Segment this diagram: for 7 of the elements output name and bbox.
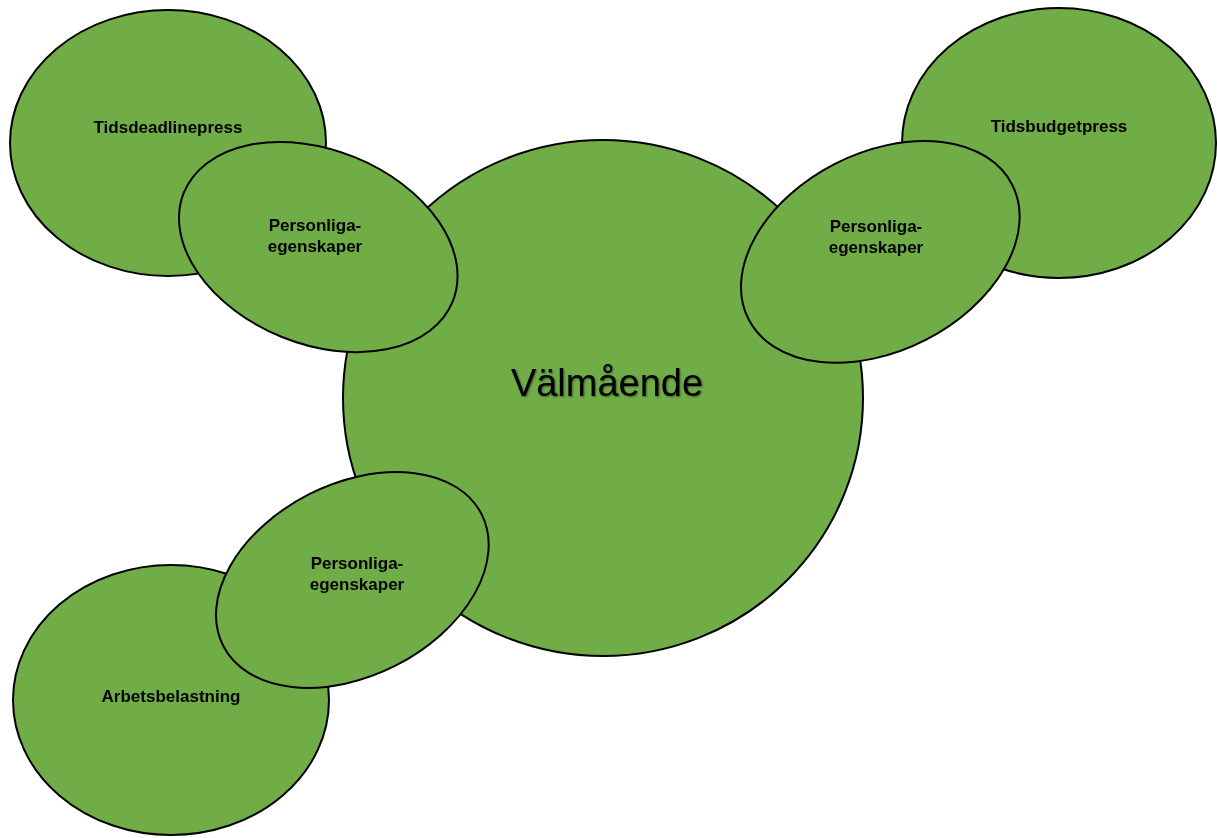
node-label: Personliga- egenskaper: [266, 214, 364, 258]
node-label: Arbetsbelastning: [100, 686, 242, 708]
node-label: Välmående: [509, 361, 705, 407]
node-label: Personliga- egenskaper: [827, 215, 925, 259]
node-label: Personliga- egenskaper: [308, 552, 406, 596]
node-label: Tidsbudgetpress: [989, 116, 1129, 138]
node-label: Tidsdeadlinepress: [92, 117, 244, 139]
